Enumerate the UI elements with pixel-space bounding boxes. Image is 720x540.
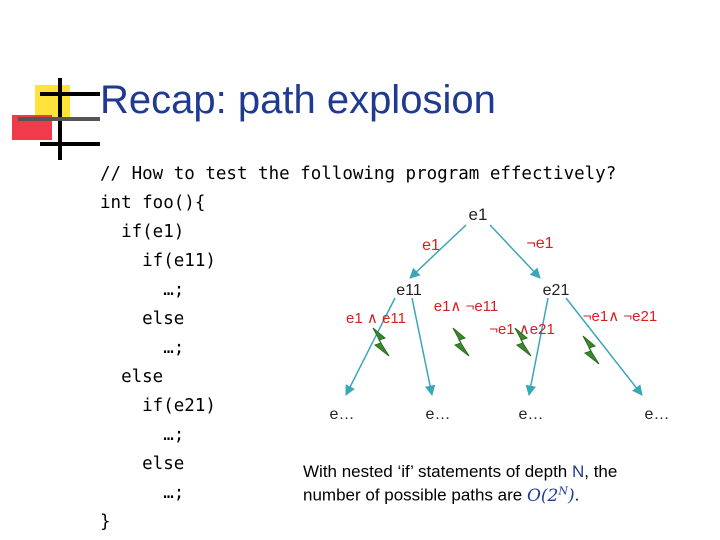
caption-text: . [574,485,580,505]
node-right: e21 [543,282,570,299]
branch-label: ¬e1 ∧e21 [489,321,555,338]
branch-label: e1 [422,237,440,254]
edge-root-right [489,224,541,279]
branch-label: ¬e1 [526,235,553,252]
caption-line-1: With nested ‘if’ statements of depth N, … [303,462,617,482]
node-leaf: e… [330,406,355,423]
caption-math-close: ) [567,485,575,506]
code-line: if(e11) [100,251,216,271]
edge-right-leaf3 [525,297,549,397]
caption-text: , the [584,462,618,481]
edge-left-leaf2 [411,297,436,397]
node-leaf: e… [426,406,451,423]
branch-label: ¬e1∧ ¬e21 [583,308,657,325]
code-line: …; [100,280,185,300]
code-line: if(e1) [100,222,185,242]
code-line: } [100,512,111,532]
edge-left-leaf1 [345,297,396,396]
node-leaf: e… [519,406,544,423]
lightning-icon [372,327,390,357]
lightning-icon [452,327,470,357]
caption-text: number of possible paths are [303,485,527,505]
slide-title: Recap: path explosion [100,78,496,122]
corner-decoration [0,0,100,160]
code-line: if(e21) [100,396,216,416]
edge-right-leaf4 [565,297,643,396]
caption-line-2: number of possible paths are O(2N). [303,484,579,506]
code-line: else [100,309,185,329]
code-line: …; [100,425,185,445]
caption-math: O(2N) [526,484,575,506]
code-line: // How to test the following program eff… [100,164,617,184]
caption-math-sup: N [558,484,568,497]
node-left: e11 [396,282,422,299]
lightning-icon [582,335,600,365]
edge-root-left [409,224,467,279]
caption-depth-var: N [571,462,585,481]
node-leaf: e… [645,406,670,423]
code-line: …; [100,483,185,503]
caption-text: With nested ‘if’ statements of depth [303,462,572,481]
node-root: e1 [469,205,488,224]
code-line: …; [100,338,185,358]
caption-math-o: O(2 [526,485,559,506]
code-line: else [100,454,185,474]
code-line: else [100,367,164,387]
code-line: int foo(){ [100,193,206,213]
branch-label: e1 ∧ e11 [346,310,406,327]
branch-label: e1∧ ¬e11 [434,298,499,315]
